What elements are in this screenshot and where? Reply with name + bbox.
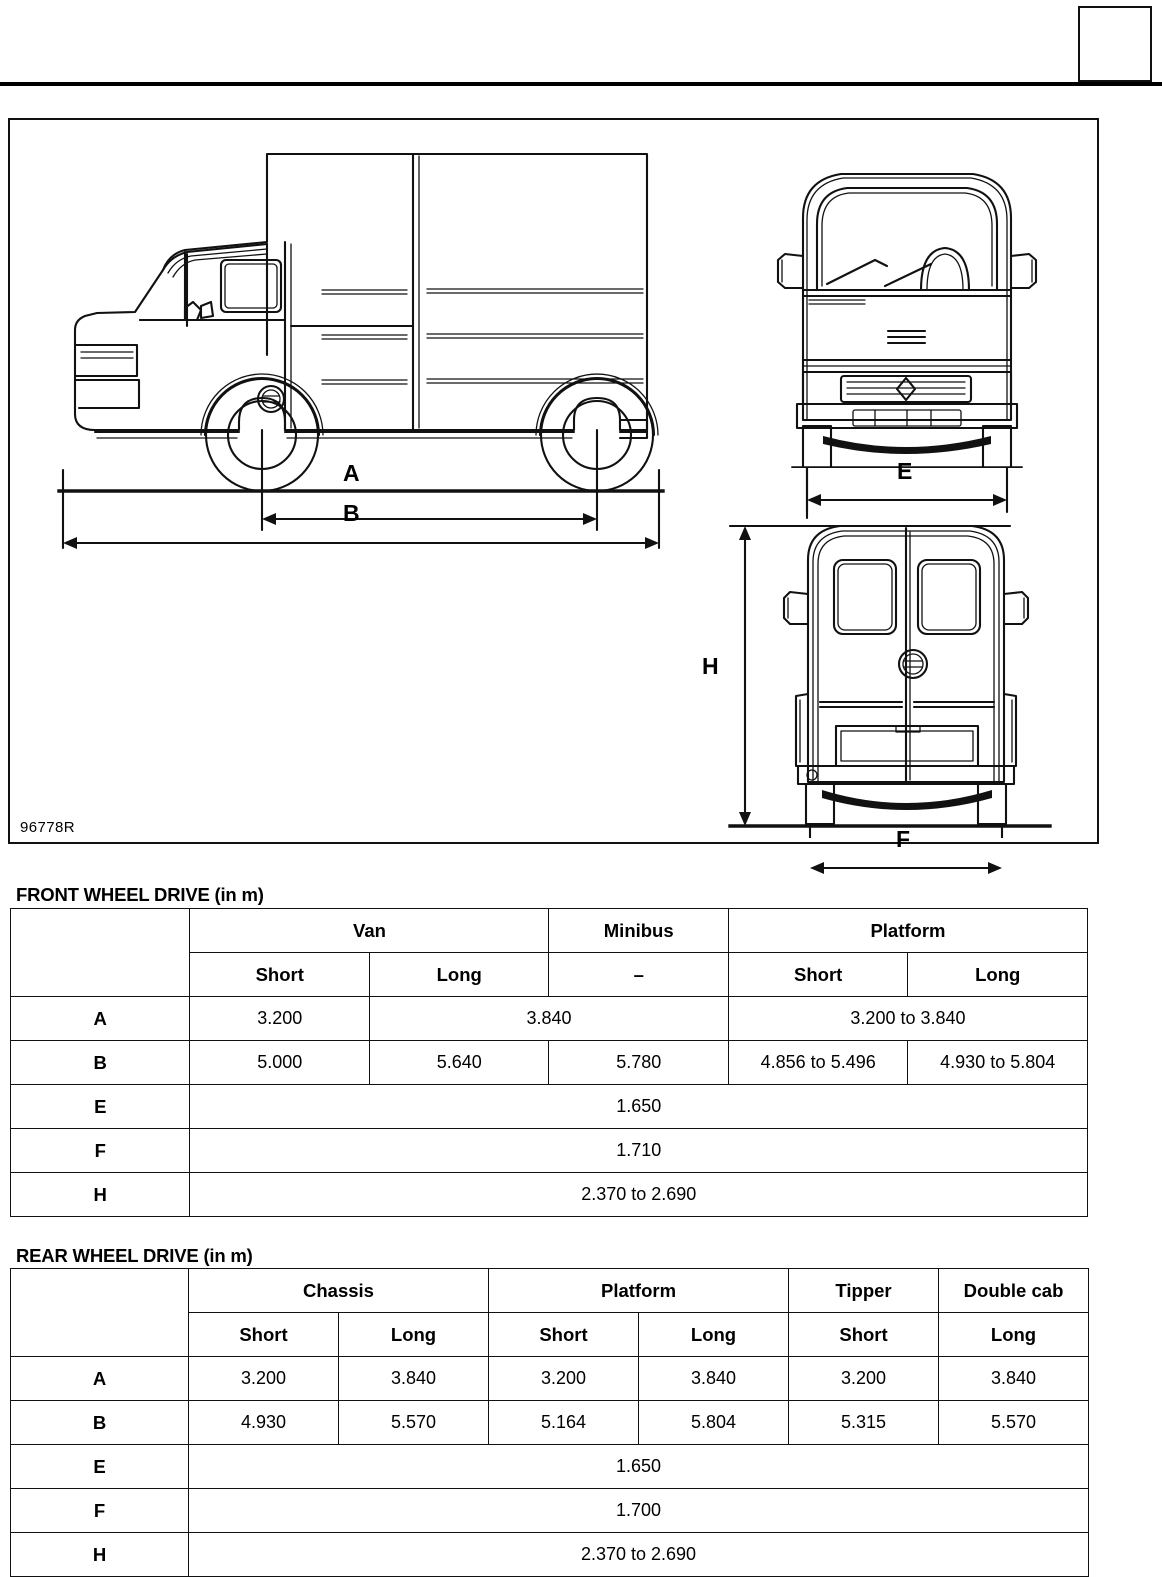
table-cell: 5.804: [639, 1401, 789, 1445]
table-cell: 3.200: [190, 997, 369, 1041]
table-cell: 1.650: [190, 1085, 1088, 1129]
table-cell: 5.640: [369, 1041, 549, 1085]
table-group-header: Minibus: [549, 909, 728, 953]
table-cell: 3.200: [189, 1357, 339, 1401]
table-group-header: Chassis: [189, 1269, 489, 1313]
dimension-label-a: A: [343, 460, 360, 487]
table-cell: 3.200: [789, 1357, 939, 1401]
table-row-key: A: [11, 1357, 189, 1401]
dimension-label-f: F: [896, 826, 910, 853]
table-corner-cell: [11, 1269, 189, 1357]
table-cell: 1.710: [190, 1129, 1088, 1173]
table-subheader: –: [549, 953, 728, 997]
table-subheader: Long: [339, 1313, 489, 1357]
dimension-label-b: B: [343, 500, 360, 527]
table-cell: 1.700: [189, 1489, 1089, 1533]
table-row-key: B: [11, 1041, 190, 1085]
table-cell: 3.200: [489, 1357, 639, 1401]
table-group-header: Tipper: [789, 1269, 939, 1313]
table-row-key: E: [11, 1085, 190, 1129]
table-cell: 5.315: [789, 1401, 939, 1445]
rear-view: H F: [710, 498, 1070, 838]
table-cell: 4.930: [189, 1401, 339, 1445]
side-view: A B: [35, 130, 675, 550]
header-rule: [0, 82, 1162, 86]
front-view: E: [745, 138, 1065, 468]
table-cell: 1.650: [189, 1445, 1089, 1489]
rear-wheel-drive-caption: REAR WHEEL DRIVE (in m): [16, 1245, 253, 1267]
figure-code: 96778R: [20, 819, 75, 836]
table-subheader: Short: [190, 953, 369, 997]
table-corner-cell: [11, 909, 190, 997]
table-row-key: A: [11, 997, 190, 1041]
page-number-box: [1078, 6, 1152, 82]
table-cell: 2.370 to 2.690: [189, 1533, 1089, 1577]
table-cell: 3.840: [639, 1357, 789, 1401]
table-cell: 5.000: [190, 1041, 369, 1085]
table-cell: 5.570: [939, 1401, 1089, 1445]
table-cell: 3.840: [339, 1357, 489, 1401]
table-subheader: Short: [789, 1313, 939, 1357]
table-row-key: H: [11, 1173, 190, 1217]
table-row-key: B: [11, 1401, 189, 1445]
table-row-key: F: [11, 1129, 190, 1173]
table-cell: 3.840: [939, 1357, 1089, 1401]
table-subheader: Long: [939, 1313, 1089, 1357]
table-group-header: Platform: [728, 909, 1087, 953]
dimension-label-h: H: [702, 653, 719, 680]
table-cell: 5.164: [489, 1401, 639, 1445]
table-cell: 5.780: [549, 1041, 728, 1085]
table-cell: 2.370 to 2.690: [190, 1173, 1088, 1217]
table-row-key: H: [11, 1533, 189, 1577]
illustration-frame: A B: [8, 118, 1099, 844]
table-group-header: Platform: [489, 1269, 789, 1313]
dimension-label-e: E: [897, 458, 912, 485]
table-subheader: Long: [908, 953, 1088, 997]
table-row-key: F: [11, 1489, 189, 1533]
table-subheader: Short: [189, 1313, 339, 1357]
table-subheader: Long: [639, 1313, 789, 1357]
table-cell: 3.840: [369, 997, 728, 1041]
table-subheader: Short: [728, 953, 907, 997]
table-subheader: Short: [489, 1313, 639, 1357]
table-cell: 3.200 to 3.840: [728, 997, 1087, 1041]
front-wheel-drive-caption: FRONT WHEEL DRIVE (in m): [16, 884, 264, 906]
table-group-header: Double cab: [939, 1269, 1089, 1313]
table-cell: 5.570: [339, 1401, 489, 1445]
table-subheader: Long: [369, 953, 549, 997]
table-cell: 4.930 to 5.804: [908, 1041, 1088, 1085]
table-cell: 4.856 to 5.496: [728, 1041, 907, 1085]
table-group-header: Van: [190, 909, 549, 953]
table-row-key: E: [11, 1445, 189, 1489]
